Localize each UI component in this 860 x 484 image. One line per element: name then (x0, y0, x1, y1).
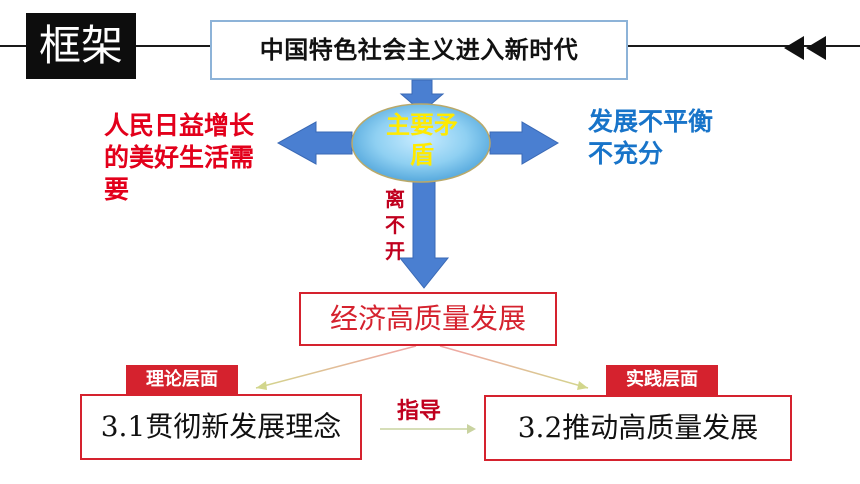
practice-level-tag: 实践层面 (606, 365, 718, 395)
arrow-head-2 (806, 36, 826, 60)
middle-title-box: 经济高质量发展 (299, 292, 557, 346)
link-label: 离不开 (385, 187, 405, 263)
arrow-core-to-left (276, 121, 353, 165)
thin-arrow-right-head (577, 381, 588, 390)
double-left-arrow-icon[interactable] (784, 36, 832, 60)
thin-arrow-left-head (256, 381, 267, 390)
guide-label: 指导 (396, 399, 441, 424)
section-tag: 框架 (26, 13, 136, 79)
thin-arrow-right (439, 345, 589, 389)
guide-arrow-head (467, 424, 476, 434)
right-problem-text: 发展不平衡不充分 (588, 107, 714, 168)
arrow-top-to-core (399, 79, 445, 113)
theory-level-tag: 理论层面 (126, 365, 238, 395)
arrow-head-1 (784, 36, 804, 60)
left-need-text: 人民日益增长的美好生活需要 (104, 111, 255, 204)
high-quality-development-box: 3.2推动高质量发展 (484, 395, 792, 461)
core-ellipse (351, 103, 491, 183)
arrow-core-to-middle (398, 181, 450, 289)
arrow-core-to-right (489, 121, 559, 165)
top-title-box: 中国特色社会主义进入新时代 (210, 20, 628, 80)
core-label: 主要矛盾 (386, 111, 458, 169)
thin-arrow-left (255, 345, 417, 389)
new-development-concept-box: 3.1贯彻新发展理念 (80, 394, 362, 460)
